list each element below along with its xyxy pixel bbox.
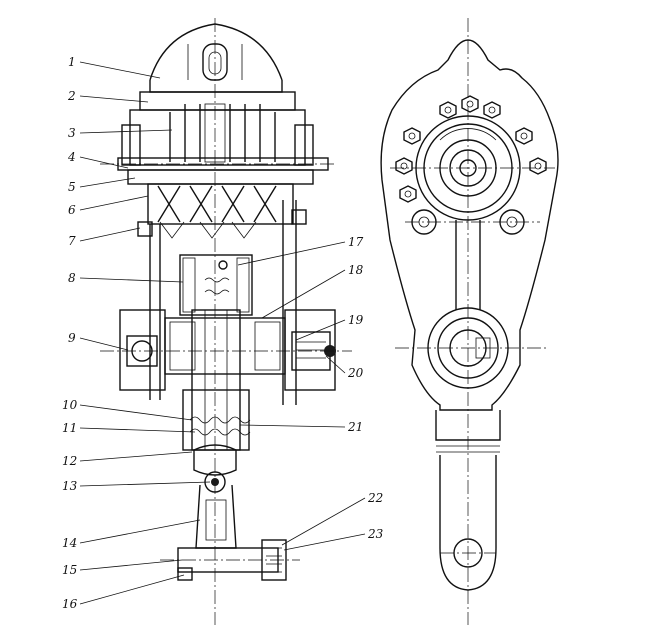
callout-17: 17 xyxy=(348,235,364,249)
callout-8: 8 xyxy=(68,271,76,285)
callout-20: 20 xyxy=(347,366,364,380)
callout-19: 19 xyxy=(348,313,364,327)
callout-6: 6 xyxy=(68,203,76,217)
callout-9: 9 xyxy=(68,331,76,345)
callout-4: 4 xyxy=(67,150,76,164)
callout-16: 16 xyxy=(62,597,78,611)
callout-15: 15 xyxy=(62,563,77,577)
callout-22: 22 xyxy=(367,491,383,505)
side-view xyxy=(380,18,559,625)
callout-7: 7 xyxy=(68,234,76,248)
callout-10: 10 xyxy=(62,398,78,412)
callout-13: 13 xyxy=(62,479,78,493)
callout-21: 21 xyxy=(347,420,363,434)
sectional-view xyxy=(100,18,352,625)
callout-1: 1 xyxy=(68,55,76,69)
callout-3: 3 xyxy=(68,126,76,140)
callout-14: 14 xyxy=(62,536,77,550)
leader-lines xyxy=(79,61,366,605)
callout-5: 5 xyxy=(68,180,76,194)
bolt-icon xyxy=(395,95,547,203)
callout-23: 23 xyxy=(367,527,384,541)
callout-18: 18 xyxy=(348,263,364,277)
callout-labels: 1 2 3 4 5 6 7 8 9 10 11 12 13 14 15 16 1… xyxy=(62,55,384,611)
callout-11: 11 xyxy=(62,421,77,435)
callout-2: 2 xyxy=(67,89,76,103)
callout-12: 12 xyxy=(62,454,77,468)
